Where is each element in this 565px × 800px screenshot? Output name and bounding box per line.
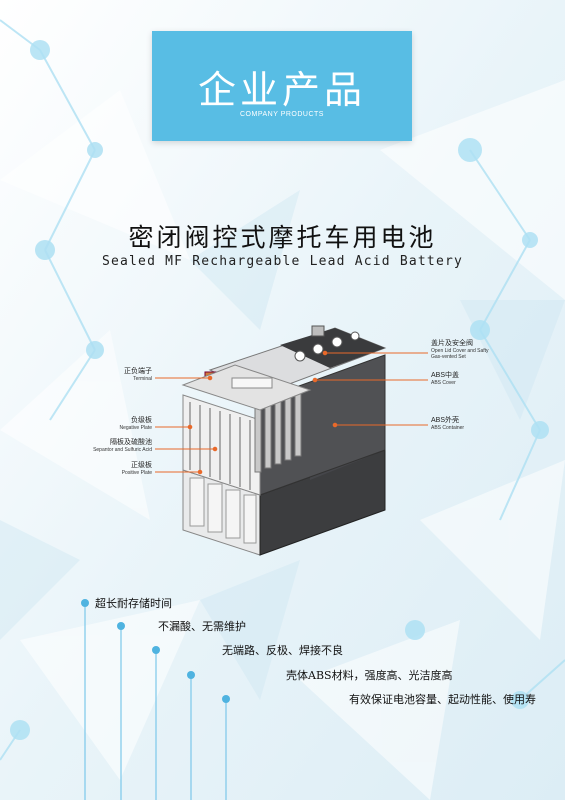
feature-item-1: 超长耐存储时间 [95,597,172,610]
label-positive-plate: 正级板 Positive Plate [90,462,152,476]
product-title: 密闭阀控式摩托车用电池 [128,223,437,252]
label-negative-plate-en: Negative Plate [119,425,152,432]
label-lid-en2: Gas-vented Set [431,354,466,361]
product-subtitle: Sealed MF Rechargeable Lead Acid Battery [101,254,464,269]
label-lid-en: Open Lid Cover and Safty [431,348,489,355]
feature-item-4: 壳体ABS材料，强度高、光洁度高 [286,669,453,682]
label-separator-zh: 隔板及硫酸池 [110,439,152,446]
label-abs-cover: ABS中盖 ABS Cover [431,372,511,386]
label-abs-container-en: ABS Container [431,425,465,432]
label-terminal-en: Terminal [133,376,152,383]
label-lid-zh: 盖片及安全阀 [431,340,473,347]
label-positive-plate-en: Positive Plate [121,470,152,477]
header-title: 企业产品 [197,68,366,112]
label-terminal-zh: 正负端子 [124,368,152,375]
header-banner: 企业产品 COMPANY PRODUCTS [152,31,412,141]
label-abs-container-zh: ABS外壳 [431,417,460,424]
label-abs-cover-en: ABS Cover [431,380,456,387]
label-abs-container: ABS外壳 ABS Container [431,417,511,431]
label-negative-plate-zh: 负级板 [131,417,152,424]
label-abs-cover-zh: ABS中盖 [431,372,460,379]
feature-item-5: 有效保证电池容量、起动性能、使用寿 [349,693,536,706]
feature-item-3: 无端路、反极、焊接不良 [222,644,343,657]
header-subtitle: COMPANY PRODUCTS [240,111,324,118]
label-positive-plate-zh: 正级板 [131,462,152,469]
label-negative-plate: 负级板 Negative Plate [90,417,152,431]
label-lid: 盖片及安全阀 Open Lid Cover and Safty Gas-vent… [431,340,521,360]
feature-item-2: 不漏酸、无需维护 [158,620,246,633]
label-separator-en: Sepantor and Sulfuric Acid [93,447,152,454]
label-terminal: 正负端子 Terminal [90,368,152,382]
label-separator: 隔板及硫酸池 Sepantor and Sulfuric Acid [62,439,152,453]
